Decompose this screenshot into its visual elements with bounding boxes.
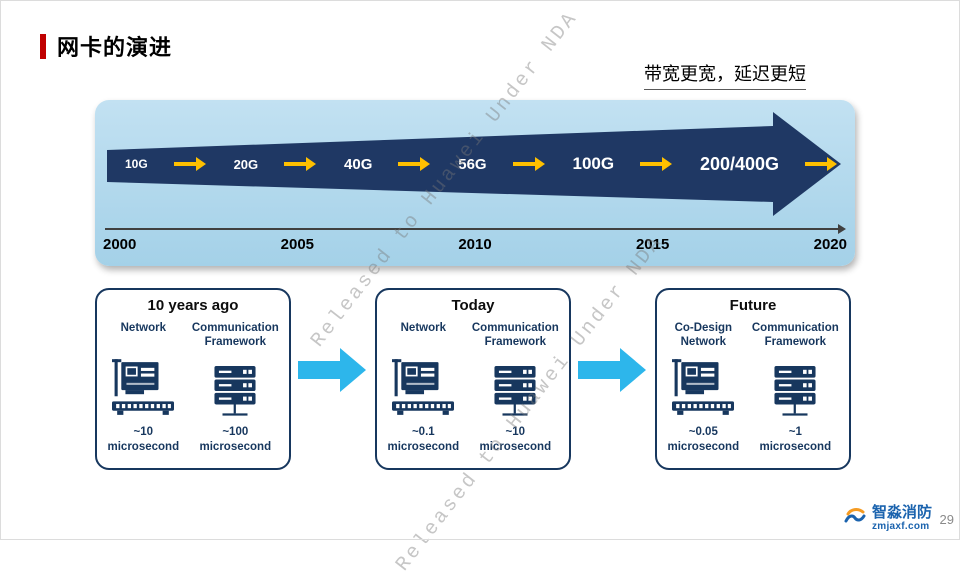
latency-value-network: ~0.1 microsecond	[387, 426, 460, 453]
page-title: 网卡的演进	[57, 35, 173, 60]
subtitle: 带宽更宽，延迟更短	[644, 60, 806, 90]
bandwidth-timeline-panel: 10G 20G 40G 56G 100G 200/400G 2000 2005 …	[95, 100, 855, 266]
speed-label-200-400g: 200/400G	[699, 153, 780, 174]
logo-url: zmjaxf.com	[871, 521, 930, 532]
year-labels-row: 2000 2005 2010 2015 2020	[103, 236, 847, 253]
speed-label-20g: 20G	[233, 156, 259, 172]
column-header-framework: Communication Framework	[471, 322, 559, 349]
bandwidth-growth-arrow	[107, 112, 841, 216]
latency-value-framework: ~10 microsecond	[479, 426, 552, 453]
column-header-framework: Communication Framework	[191, 322, 279, 349]
server-icon	[746, 351, 845, 417]
column-header-network: Network	[400, 322, 446, 334]
era-title: Future	[729, 297, 777, 314]
yellow-arrow-icon	[512, 157, 545, 171]
nic-icon	[381, 351, 466, 417]
server-icon	[466, 351, 565, 417]
speed-label-100g: 100G	[572, 154, 615, 173]
latency-value-framework: ~1 microsecond	[759, 426, 832, 453]
year-label-2005: 2005	[280, 236, 315, 253]
speed-label-56g: 56G	[458, 155, 487, 173]
column-header-network: Network	[120, 322, 166, 334]
yellow-arrow-icon	[640, 157, 673, 171]
era-title: Today	[451, 297, 495, 314]
column-header-framework: Communication Framework	[751, 322, 839, 349]
page-number: 29	[939, 512, 954, 527]
yellow-arrow-icon	[398, 157, 431, 171]
speed-label-10g: 10G	[125, 157, 148, 171]
yellow-arrow-icon	[804, 157, 837, 171]
era-box-10-years-ago: 10 years ago Network Communication Frame…	[95, 288, 291, 470]
timeline-axis	[105, 224, 846, 234]
era-transition-arrow-icon	[578, 346, 648, 394]
title-accent-bar	[40, 33, 46, 59]
server-icon	[186, 351, 285, 417]
yellow-arrow-icon	[284, 157, 317, 171]
year-label-2015: 2015	[635, 236, 670, 253]
year-label-2000: 2000	[103, 236, 137, 253]
logo-icon	[844, 508, 866, 523]
latency-value-network: ~0.05 microsecond	[667, 426, 740, 453]
nic-icon	[661, 351, 746, 417]
year-label-2010: 2010	[458, 236, 492, 253]
latency-value-network: ~10 microsecond	[107, 426, 180, 453]
title-block: 网卡的演进	[40, 30, 172, 62]
nic-icon	[101, 351, 186, 417]
logo-name: 智淼消防	[871, 503, 932, 521]
speed-label-40g: 40G	[344, 155, 373, 173]
speed-labels-row: 10G 20G 40G 56G 100G 200/400G	[125, 104, 839, 224]
latency-value-framework: ~100 microsecond	[199, 426, 272, 453]
yellow-arrow-icon	[173, 157, 206, 171]
logo: 智淼消防 zmjaxf.com	[843, 503, 932, 532]
era-title: 10 years ago	[147, 297, 239, 314]
era-transition-arrow-icon	[298, 346, 368, 394]
era-box-today: Today Network Communication Framework ~0…	[375, 288, 571, 470]
year-label-2020: 2020	[813, 236, 847, 253]
column-header-codesign-network: Co-Design Network	[674, 322, 733, 349]
era-box-future: Future Co-Design Network Communication F…	[655, 288, 851, 470]
